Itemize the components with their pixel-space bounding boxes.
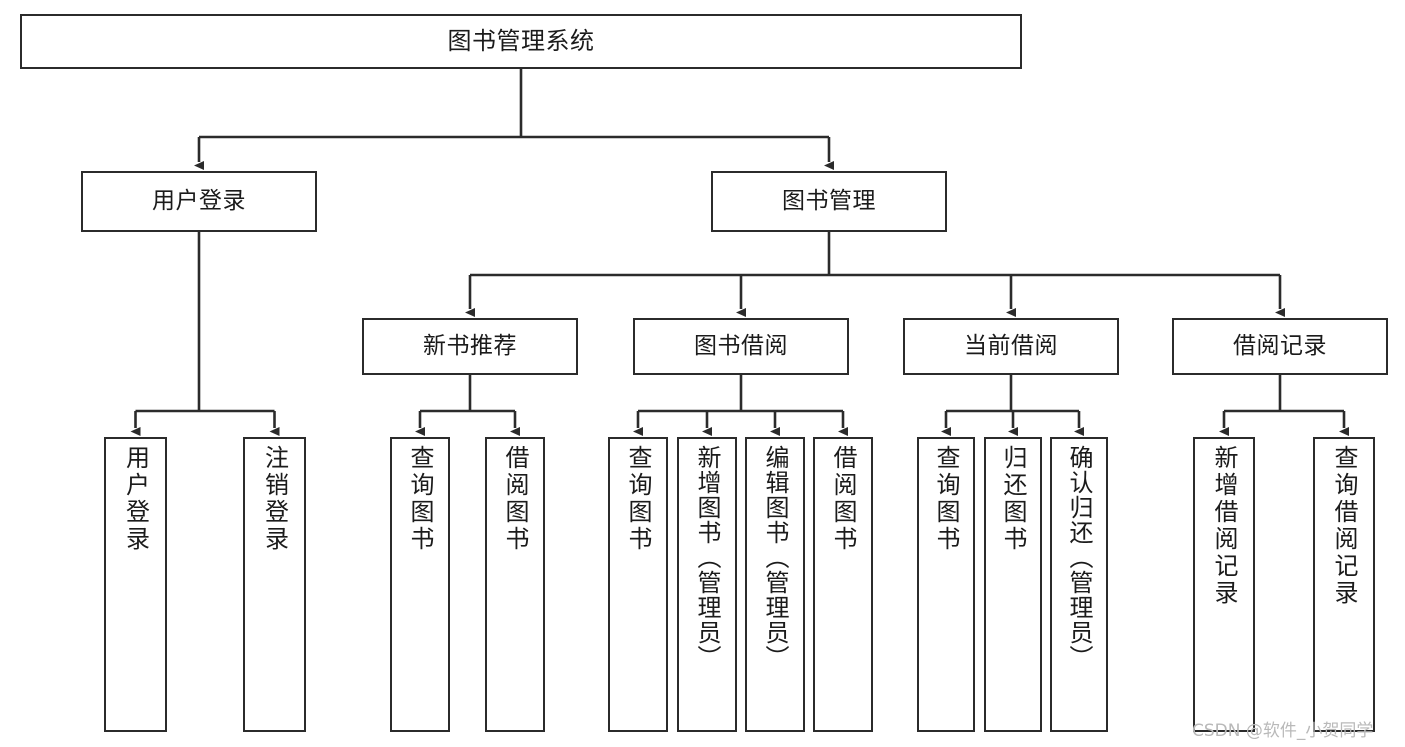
node-leaf1[interactable]: 用户登录 <box>104 437 167 732</box>
node-leaf4[interactable]: 借阅图书 <box>485 437 545 732</box>
node-label-leaf13: 查询借阅记录 <box>1330 445 1358 607</box>
node-records[interactable]: 借阅记录 <box>1172 318 1388 375</box>
node-leaf10[interactable]: 归还图书 <box>984 437 1042 732</box>
node-label-current: 当前借阅 <box>964 332 1058 359</box>
node-leaf3[interactable]: 查询图书 <box>390 437 450 732</box>
node-label-leaf5: 查询图书 <box>624 445 652 553</box>
node-label-leaf11: 确认归还（管理员） <box>1065 445 1093 670</box>
node-label-leaf12: 新增借阅记录 <box>1210 445 1238 607</box>
node-leaf12[interactable]: 新增借阅记录 <box>1193 437 1255 732</box>
node-label-leaf8: 借阅图书 <box>829 445 857 553</box>
node-label-leaf1: 用户登录 <box>121 445 150 553</box>
node-label-login: 用户登录 <box>152 187 246 214</box>
node-current[interactable]: 当前借阅 <box>903 318 1119 375</box>
node-newbook[interactable]: 新书推荐 <box>362 318 578 375</box>
node-label-leaf6: 新增图书（管理员） <box>693 445 721 670</box>
node-leaf8[interactable]: 借阅图书 <box>813 437 873 732</box>
node-label-leaf4: 借阅图书 <box>501 445 529 553</box>
connector-lines <box>130 69 1349 436</box>
node-leaf2[interactable]: 注销登录 <box>243 437 306 732</box>
node-root[interactable]: 图书管理系统 <box>20 14 1022 69</box>
node-borrow[interactable]: 图书借阅 <box>633 318 849 375</box>
node-label-borrow: 图书借阅 <box>694 332 788 359</box>
node-label-records: 借阅记录 <box>1233 332 1327 359</box>
node-label-newbook: 新书推荐 <box>423 332 517 359</box>
node-label-leaf9: 查询图书 <box>932 445 960 553</box>
node-bookmgmt[interactable]: 图书管理 <box>711 171 947 232</box>
csdn-watermark: CSDN @软件_小贺同学 <box>1192 721 1374 741</box>
node-leaf9[interactable]: 查询图书 <box>917 437 975 732</box>
node-leaf11[interactable]: 确认归还（管理员） <box>1050 437 1108 732</box>
node-leaf7[interactable]: 编辑图书（管理员） <box>745 437 805 732</box>
node-label-leaf10: 归还图书 <box>999 445 1027 553</box>
node-label-root: 图书管理系统 <box>447 27 595 56</box>
node-label-bookmgmt: 图书管理 <box>782 187 876 214</box>
node-leaf13[interactable]: 查询借阅记录 <box>1313 437 1375 732</box>
node-leaf5[interactable]: 查询图书 <box>608 437 668 732</box>
node-label-leaf2: 注销登录 <box>260 445 289 553</box>
node-login[interactable]: 用户登录 <box>81 171 317 232</box>
node-label-leaf7: 编辑图书（管理员） <box>761 445 789 670</box>
node-leaf6[interactable]: 新增图书（管理员） <box>677 437 737 732</box>
node-label-leaf3: 查询图书 <box>406 445 434 553</box>
